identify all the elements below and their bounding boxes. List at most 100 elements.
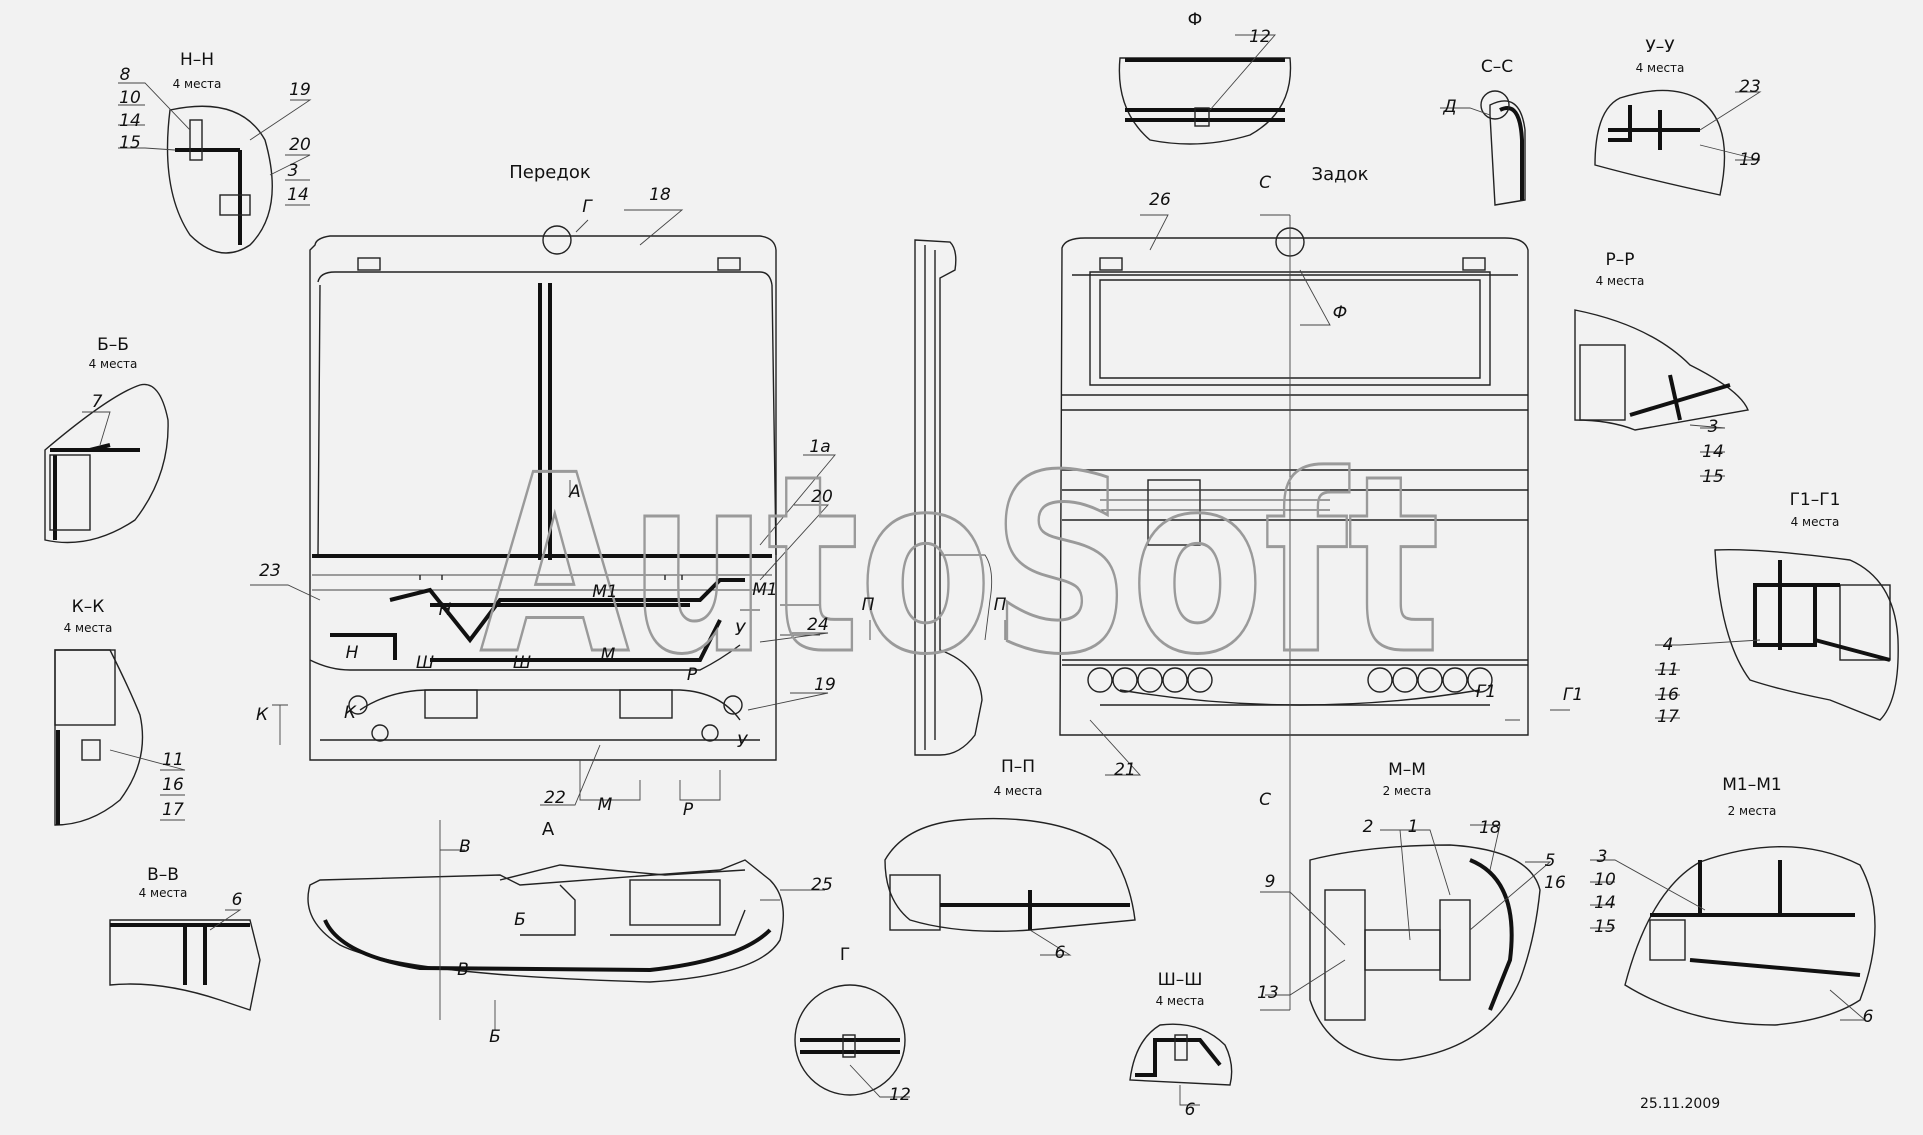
callout-front-18: Р (687, 665, 698, 685)
front-view (250, 209, 836, 806)
callout-m1-3: 15 (1594, 917, 1616, 937)
callout-mm-4: 16 (1544, 873, 1566, 893)
callout-front-2: 1а (809, 437, 830, 457)
section-title-bb: Б–Б (97, 335, 129, 355)
callout-uu-1: 19 (1739, 150, 1761, 170)
callout-g1-1: 11 (1657, 660, 1679, 680)
section-subtitle-g1: 4 места (1791, 515, 1840, 529)
callout-m1-2: 14 (1594, 893, 1616, 913)
callout-nn-5: 20 (289, 135, 311, 155)
callout-nn-4: 19 (289, 80, 311, 100)
callout-front-15: Ш (513, 653, 531, 673)
callout-nn-1: 10 (119, 88, 141, 108)
callout-front-10: Н (346, 643, 359, 663)
section-title-uu: У–У (1645, 37, 1675, 57)
callout-labels: 810141519203147111617612Д231931415411161… (92, 27, 1874, 1120)
section-subtitle-rr: 4 места (1596, 274, 1645, 288)
drawing-date: 25.11.2009 (1640, 1096, 1720, 1112)
section-subtitle-pp: 4 места (994, 784, 1043, 798)
section-rr (1574, 309, 1749, 477)
section-subtitle-vv: 4 места (139, 886, 188, 900)
callout-front-8: А (568, 482, 581, 502)
callout-mm-0: 2 (1363, 817, 1374, 837)
section-vv (109, 909, 261, 1011)
front-title: Передок (509, 162, 591, 183)
side-view (869, 239, 1006, 756)
callout-front-14: Ш (416, 653, 434, 673)
callout-rr-1: 14 (1702, 442, 1724, 462)
callout-kk-2: 17 (162, 800, 184, 820)
callout-m1-0: 3 (1597, 847, 1608, 867)
callout-front-0: 18 (649, 185, 671, 205)
section-subtitle-kk: 4 места (64, 621, 113, 635)
section-shsh (1129, 1023, 1233, 1106)
callout-front-9: Н (439, 600, 452, 620)
callout-front-12: М1 (752, 580, 777, 600)
section-mm (1260, 824, 1552, 1061)
section-title-f: Ф (1188, 10, 1203, 30)
callout-rear-2: С (1259, 173, 1271, 193)
section-g (794, 984, 910, 1098)
callout-front-7: 22 (544, 788, 566, 808)
callout-nn-3: 15 (119, 133, 141, 153)
section-title-ss: С–С (1481, 57, 1513, 77)
callout-front-13: М (601, 645, 616, 665)
section-title-rr: Р–Р (1605, 250, 1634, 270)
callout-side-0: П (862, 595, 875, 615)
callout-front-21: М (598, 795, 613, 815)
callout-view_a-4: 25 (811, 875, 833, 895)
callout-rear-3: С (1259, 790, 1271, 810)
callout-view_a-3: В (457, 960, 469, 980)
callout-g-0: 12 (889, 1085, 911, 1105)
callout-bb-0: 7 (92, 392, 103, 412)
view-a-title: А (542, 819, 555, 840)
callout-rear-6: Г1 (1563, 685, 1583, 705)
callout-rear-4: 21 (1114, 760, 1136, 780)
section-title-shsh: Ш–Ш (1158, 970, 1203, 990)
section-title-g1: Г1–Г1 (1790, 490, 1841, 510)
callout-rear-1: Ф (1333, 303, 1348, 323)
section-subtitle-uu: 4 места (1636, 61, 1685, 75)
callout-nn-0: 8 (120, 65, 131, 85)
callout-g1-0: 4 (1663, 635, 1674, 655)
callout-mm-2: 18 (1479, 818, 1501, 838)
callout-shsh-0: 6 (1185, 1100, 1196, 1120)
section-title-pp: П–П (1001, 757, 1035, 777)
section-title-kk: К–К (72, 597, 105, 617)
callout-nn-2: 14 (119, 111, 141, 131)
callout-ss-0: Д (1442, 97, 1456, 117)
section-title-g: Г (840, 945, 850, 965)
callout-g1-2: 16 (1657, 685, 1679, 705)
section-m1 (1590, 846, 1876, 1026)
callout-front-4: 23 (259, 561, 281, 581)
watermark: AutoSoft (480, 423, 1440, 708)
callout-front-16: У (735, 620, 747, 640)
rear-title: Задок (1312, 164, 1369, 185)
callout-mm-5: 9 (1265, 872, 1276, 892)
view-a (307, 820, 825, 1030)
callout-rear-5: Г1 (1476, 682, 1496, 702)
callout-rr-2: 15 (1702, 467, 1724, 487)
callout-m1-1: 10 (1594, 870, 1616, 890)
callout-side-1: П (994, 595, 1007, 615)
callout-g1-3: 17 (1657, 707, 1679, 727)
section-subtitle-nn: 4 места (173, 77, 222, 91)
callout-rr-0: 3 (1708, 417, 1719, 437)
callout-mm-1: 1 (1408, 817, 1419, 837)
callout-kk-0: 11 (162, 750, 184, 770)
section-subtitle-mm: 2 места (1383, 784, 1432, 798)
callout-front-3: 20 (811, 487, 833, 507)
callout-front-22: Р (683, 800, 694, 820)
rear-view (1059, 214, 1570, 1011)
callout-front-1: Г (582, 197, 593, 217)
section-bb (44, 383, 169, 544)
callout-nn-7: 14 (287, 185, 309, 205)
callout-front-11: М1 (592, 582, 617, 602)
section-subtitle-bb: 4 места (89, 357, 138, 371)
callout-front-6: 19 (814, 675, 836, 695)
section-subtitle-m1: 2 места (1728, 804, 1777, 818)
callout-m1-4: 6 (1863, 1007, 1874, 1027)
callout-pp-0: 6 (1055, 943, 1066, 963)
